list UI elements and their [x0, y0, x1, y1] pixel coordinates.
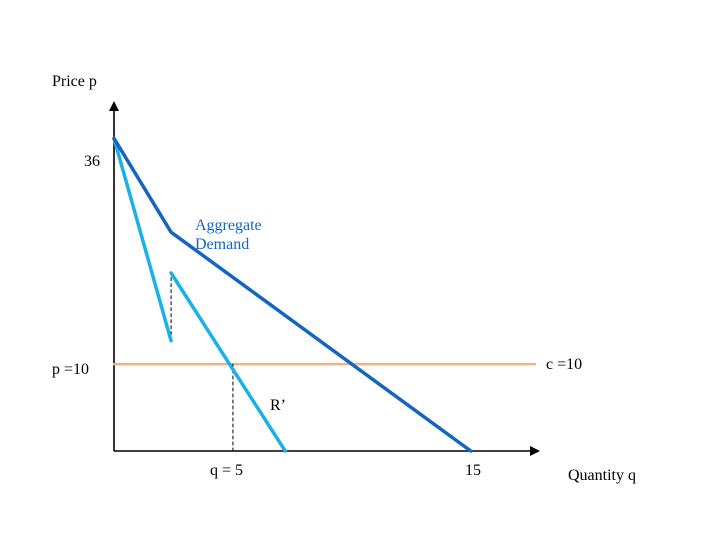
x-tick-label-q5: q = 5 — [210, 462, 243, 479]
x-axis-label: Quantity q — [568, 467, 636, 484]
y-tick-label-36: 36 — [84, 153, 100, 170]
x-tick-label-15: 15 — [465, 462, 481, 479]
series-layer — [112, 136, 537, 453]
aggregate-demand-label-line-1: Aggregate — [195, 217, 262, 234]
y-axis-label: Price p — [52, 73, 97, 90]
marginal-revenue-segment-2 — [169, 271, 288, 453]
y-tick-label-p10: p =10 — [52, 361, 89, 378]
annotation-c10: c =10 — [546, 356, 582, 373]
aggregate-demand-line — [112, 136, 473, 453]
annotation-r-prime: R’ — [270, 397, 286, 414]
marginal-revenue-segment-1 — [112, 136, 173, 343]
aggregate-demand-label-line-2: Demand — [195, 236, 249, 253]
